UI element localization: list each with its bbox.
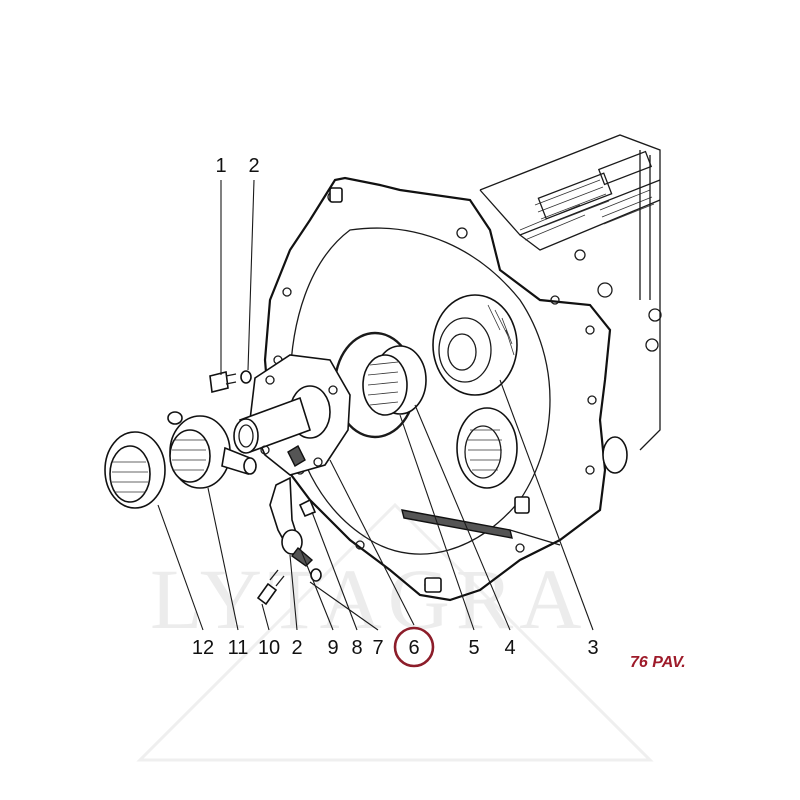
callout-label: 1 <box>215 155 226 177</box>
callout-label: 9 <box>327 637 338 659</box>
front-cover-sleeve <box>233 354 351 476</box>
release-bearing <box>167 411 257 489</box>
callout-label: 8 <box>351 637 362 659</box>
callout-label: 2 <box>291 637 302 659</box>
release-fork <box>269 476 314 567</box>
callout-label: 5 <box>468 637 479 659</box>
callout-label: 10 <box>258 637 280 659</box>
callout-labels: 1 2 12 11 10 2 9 8 7 6 5 4 3 <box>192 155 599 659</box>
callout-label: 12 <box>192 637 214 659</box>
callout-label: 3 <box>587 637 598 659</box>
clutch-collar <box>104 431 166 509</box>
watermark-text: LYTAGRA <box>150 551 587 647</box>
roller-bearing <box>362 345 427 416</box>
watermark: LYTAGRA <box>136 502 654 762</box>
callout-label: 2 <box>248 155 259 177</box>
leader-lines <box>157 179 594 631</box>
highlight-circle <box>393 626 435 668</box>
gearbox-housing <box>263 134 662 602</box>
callout-label: 11 <box>228 637 249 659</box>
callout-label: 6 <box>408 637 419 659</box>
callout-label: 7 <box>372 637 383 659</box>
callout-label: 4 <box>504 637 515 659</box>
reference-code: 76 PAV. <box>630 654 686 671</box>
